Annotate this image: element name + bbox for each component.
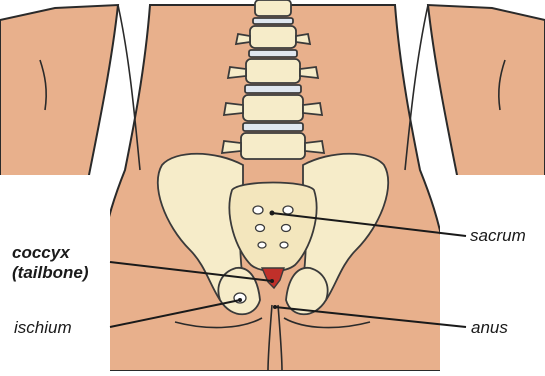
coccyx-label-line2: (tailbone) <box>12 263 89 283</box>
sacrum-leader-dot <box>270 211 275 216</box>
coccyx-label-line1: coccyx <box>12 243 89 263</box>
ischium-label: ischium <box>14 318 72 338</box>
anus-leader-dot <box>273 305 277 309</box>
right-label-panel <box>440 175 545 371</box>
sacrum-label: sacrum <box>470 226 526 246</box>
ischium-leader-dot <box>238 298 242 302</box>
coccyx-label: coccyx (tailbone) <box>12 243 89 283</box>
anus-label: anus <box>471 318 508 338</box>
coccyx-leader-dot <box>270 279 274 283</box>
